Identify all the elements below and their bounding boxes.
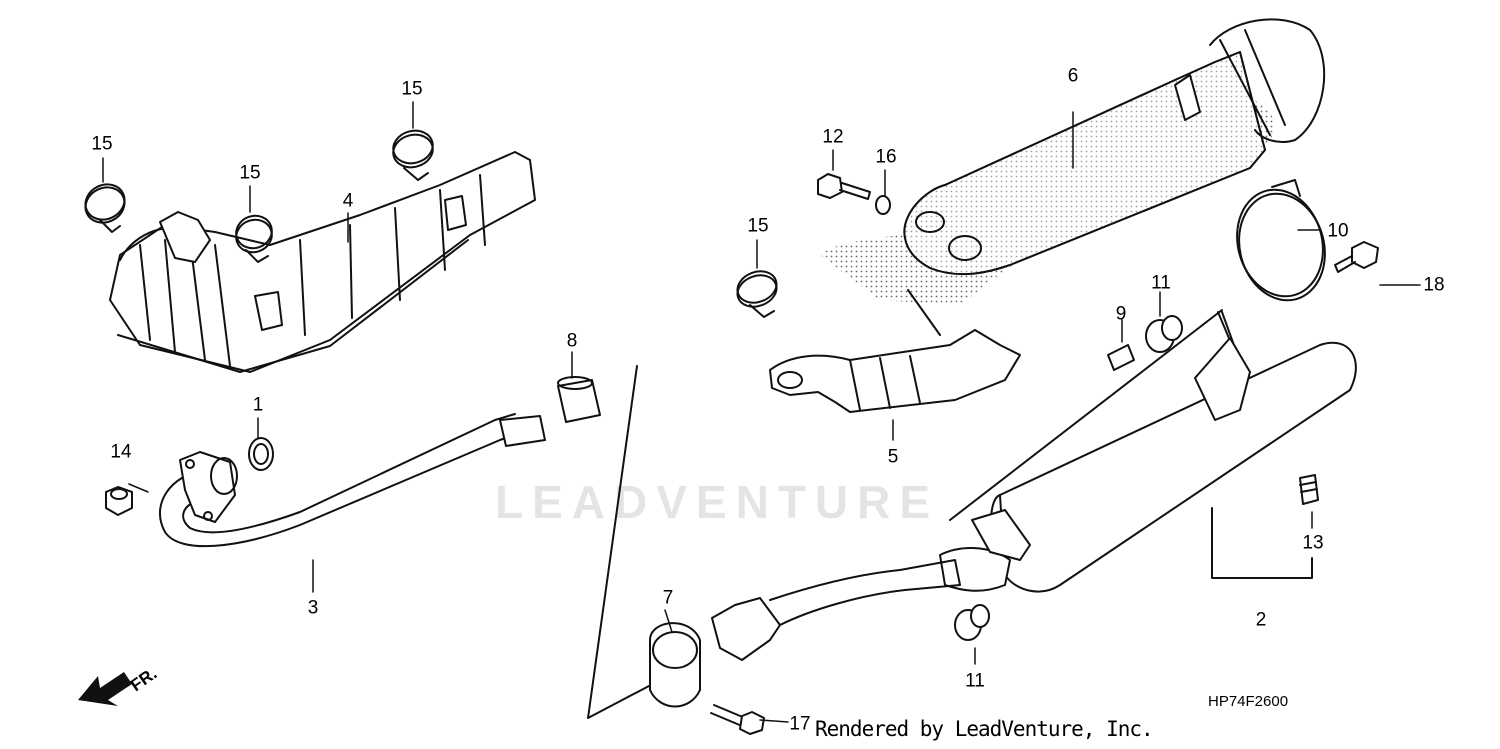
callout-11-lower: 11 — [965, 670, 985, 692]
callout-15-d: 15 — [747, 215, 769, 237]
callout-7: 7 — [662, 587, 674, 609]
grommet-part-11 — [1145, 315, 1183, 353]
flange-nut-part-14 — [105, 486, 133, 516]
callout-8: 8 — [566, 330, 578, 352]
grommet-part-11 — [954, 604, 990, 641]
hose-clamp-part-15 — [235, 214, 273, 263]
watermark: LEADVENTURE — [495, 476, 940, 528]
callout-4: 4 — [342, 190, 354, 212]
callout-17: 17 — [789, 713, 811, 735]
callout-9: 9 — [1115, 303, 1127, 325]
callout-18: 18 — [1423, 274, 1445, 296]
gasket-part-1 — [248, 437, 274, 471]
plug-part-13 — [1299, 474, 1319, 505]
callout-15-a: 15 — [91, 133, 113, 155]
muffler-protector-part-6 — [820, 18, 1326, 306]
heat-guard-part-4 — [109, 151, 536, 373]
hose-clamp-part-15 — [736, 270, 778, 318]
callout-10: 10 — [1327, 220, 1349, 242]
bolt-part-18 — [1334, 241, 1379, 273]
exhaust-pipe-part-3 — [159, 413, 546, 548]
callout-3: 3 — [307, 597, 319, 619]
bolt-part-12 — [817, 173, 871, 200]
band-clamp-part-7 — [649, 622, 701, 708]
callout-16: 16 — [875, 146, 897, 168]
bolt-part-17 — [710, 704, 765, 735]
muffler-part-2 — [711, 337, 1357, 661]
heat-shield-part-5 — [769, 329, 1021, 413]
collar-part-9 — [1107, 344, 1135, 371]
callout-13: 13 — [1302, 532, 1324, 554]
band-part-10 — [1236, 179, 1326, 302]
callout-12: 12 — [822, 126, 844, 148]
credit-text: Rendered by LeadVenture, Inc. — [815, 717, 1154, 741]
hose-clamp-part-15 — [84, 183, 126, 233]
callout-6: 6 — [1067, 65, 1079, 87]
collar-part-8 — [557, 376, 601, 423]
callout-2: 2 — [1255, 609, 1267, 631]
front-direction-arrow-icon — [78, 672, 132, 706]
callout-15-c: 15 — [401, 78, 423, 100]
callout-14: 14 — [110, 441, 132, 463]
callout-11-upper: 11 — [1151, 272, 1171, 294]
washer-part-16 — [875, 195, 891, 215]
diagram-code: HP74F2600 — [1208, 693, 1289, 710]
callout-1: 1 — [252, 394, 264, 416]
callout-5: 5 — [887, 446, 899, 468]
hose-clamp-part-15 — [392, 129, 434, 181]
callout-15-b: 15 — [239, 162, 261, 184]
